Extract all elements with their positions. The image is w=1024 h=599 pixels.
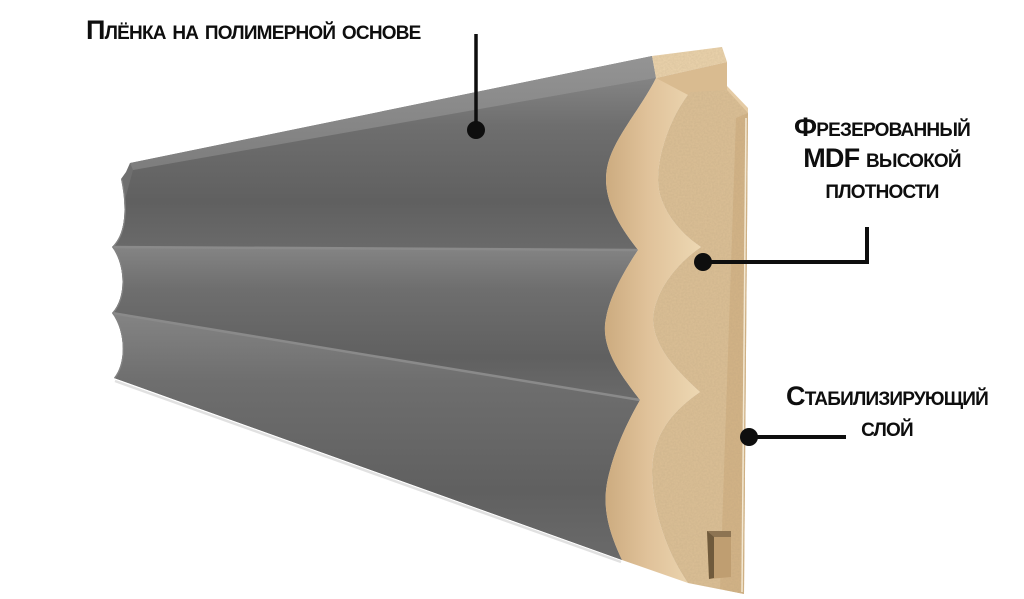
label-stabilizing-line-2: слой	[861, 412, 914, 442]
label-mdf-line-3: плотности	[825, 174, 939, 204]
film-flute-1	[112, 78, 656, 250]
film-top-face	[130, 56, 656, 170]
mdf-top-rebate	[656, 62, 727, 96]
panel-bottom-shadow	[114, 379, 622, 564]
label-film: Плёнка на полимерной основе	[86, 15, 421, 45]
film-flute-2	[112, 247, 640, 400]
leader-dot-stabilizing	[740, 428, 758, 446]
panel-left-edge	[112, 178, 126, 379]
label-mdf-line-2: MDF высокой	[803, 143, 961, 173]
leader-line-mdf	[703, 227, 869, 264]
back-edge-highlight	[741, 117, 747, 593]
label-stabilizing: Стабилизирующий слой	[756, 381, 1018, 443]
mdf-milled-surface	[604, 78, 701, 583]
film-front-face	[112, 56, 656, 560]
leader-dot-film	[467, 121, 485, 139]
mdf-grain-texture	[652, 47, 748, 594]
leader-dot-mdf	[694, 253, 712, 271]
label-mdf-line-1: Фрезерованный	[794, 112, 971, 142]
label-mdf: Фрезерованный MDF высокой плотности	[751, 112, 1013, 205]
film-flute-3	[112, 313, 640, 560]
label-stabilizing-line-1: Стабилизирующий	[786, 381, 989, 411]
bottom-groove	[707, 531, 731, 579]
